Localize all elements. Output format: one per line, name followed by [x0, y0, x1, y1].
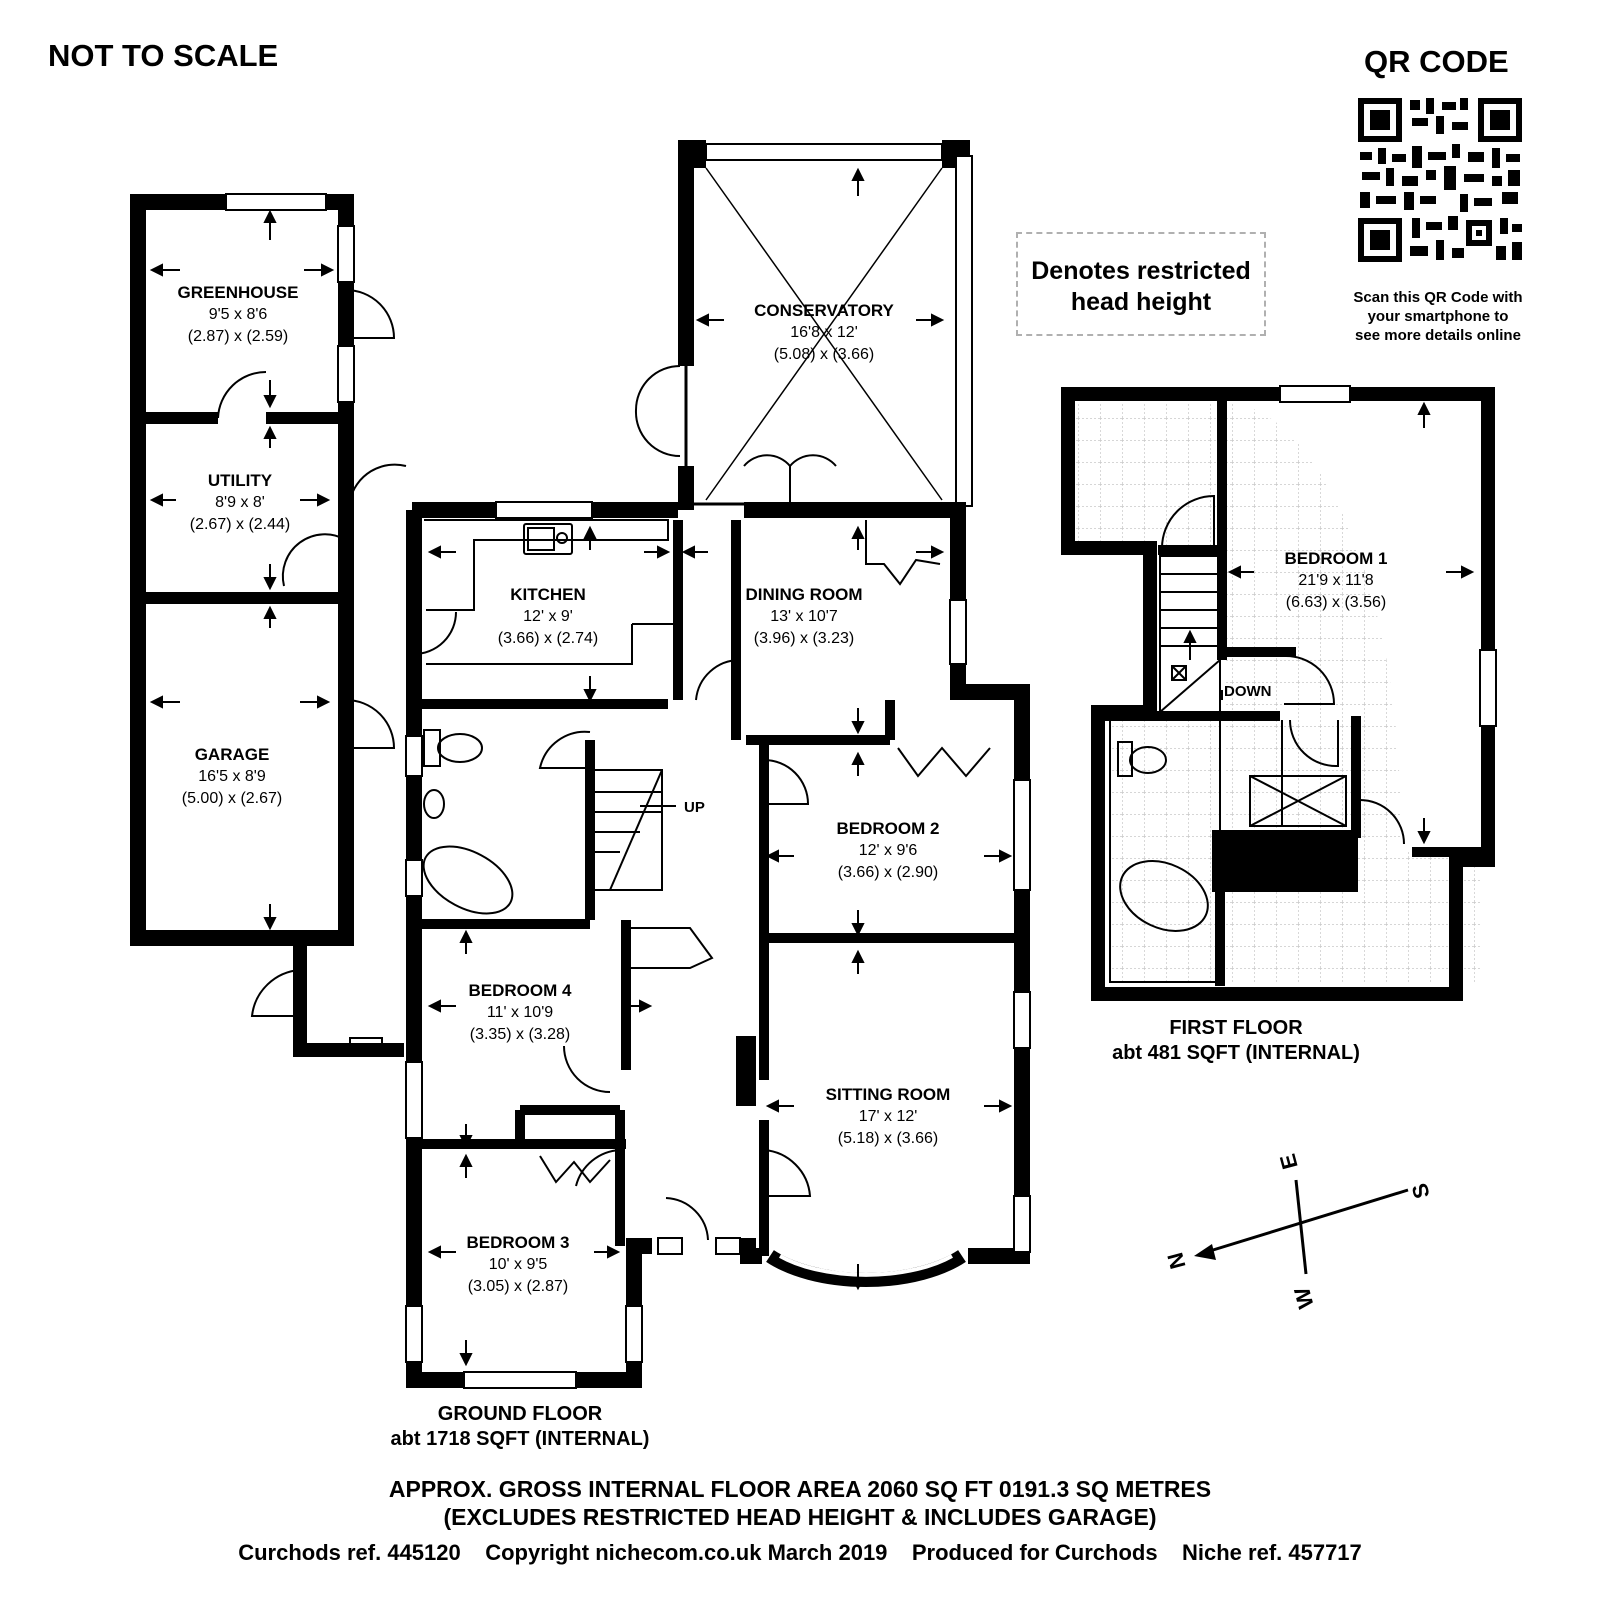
- room-dining-room: DINING ROOM 13' x 10'7 (3.96) x (3.23): [724, 584, 884, 650]
- qr-note-line-2: your smartphone to: [1367, 308, 1509, 325]
- gross-area-line: APPROX. GROSS INTERNAL FLOOR AREA 2060 S…: [388, 1476, 1212, 1502]
- room-metric: (3.05) x (2.87): [467, 1278, 569, 1295]
- compass-w: W: [1289, 1285, 1319, 1312]
- room-name: DINING ROOM: [745, 585, 863, 604]
- compass-n: N: [1162, 1250, 1190, 1272]
- room-metric: (3.66) x (2.74): [497, 630, 599, 647]
- room-imperial: 21'9 x 11'8: [1298, 572, 1374, 589]
- first-floor-title: FIRST FLOOR: [1169, 1017, 1303, 1039]
- references-line: Curchods ref. 445120 Copyright nichecom.…: [238, 1540, 1362, 1565]
- compass-s: S: [1407, 1181, 1435, 1202]
- room-metric: (3.66) x (2.90): [837, 864, 939, 881]
- room-imperial: 16'8 x 12': [790, 324, 858, 341]
- legend-line-1: Denotes restricted: [1031, 257, 1251, 285]
- room-imperial: 9'5 x 8'6: [208, 306, 268, 323]
- room-metric: (5.00) x (2.67): [181, 790, 283, 807]
- room-metric: (3.96) x (3.23): [753, 630, 855, 647]
- room-imperial: 8'9 x 8': [215, 494, 265, 511]
- room-imperial: 11' x 10'9: [486, 1004, 554, 1021]
- room-conservatory: CONSERVATORY 16'8 x 12' (5.08) x (3.66): [734, 300, 914, 366]
- room-metric: (5.18) x (3.66): [837, 1130, 939, 1147]
- legend-line-2: head height: [1070, 288, 1212, 316]
- room-name: BEDROOM 2: [836, 819, 940, 838]
- room-metric: (2.67) x (2.44): [189, 516, 291, 533]
- ground-floor-area: abt 1718 SQFT (INTERNAL): [390, 1428, 650, 1450]
- room-metric: (2.87) x (2.59): [187, 328, 289, 345]
- compass-rose: N E S W: [1162, 1151, 1435, 1312]
- qr-code-title: QR CODE: [1364, 44, 1509, 79]
- room-bedroom-4: BEDROOM 4 11' x 10'9 (3.35) x (3.28): [440, 980, 600, 1046]
- qr-note-line-1: Scan this QR Code with: [1353, 289, 1523, 306]
- room-bedroom-2: BEDROOM 2 12' x 9'6 (3.66) x (2.90): [808, 818, 968, 884]
- ground-floor-title: GROUND FLOOR: [437, 1403, 603, 1425]
- room-bedroom-3: BEDROOM 3 10' x 9'5 (3.05) x (2.87): [438, 1232, 598, 1298]
- dimension-arrows: [149, 167, 1013, 1367]
- room-name: GREENHOUSE: [177, 283, 299, 302]
- room-metric: (5.08) x (3.66): [773, 346, 875, 363]
- room-garage: GARAGE 16'5 x 8'9 (5.00) x (2.67): [152, 744, 312, 810]
- room-name: CONSERVATORY: [754, 301, 894, 320]
- first-floor-area: abt 481 SQFT (INTERNAL): [1112, 1042, 1360, 1064]
- qr-code-image: [1356, 96, 1524, 264]
- room-imperial: 17' x 12': [858, 1108, 918, 1125]
- compass-e: E: [1275, 1151, 1303, 1172]
- ground-floor-label: GROUND FLOOR abt 1718 SQFT (INTERNAL): [360, 1402, 680, 1452]
- room-imperial: 10' x 9'5: [488, 1256, 548, 1273]
- room-name: BEDROOM 1: [1284, 549, 1388, 568]
- stair-up-label: UP: [684, 799, 705, 816]
- room-name: GARAGE: [194, 745, 270, 764]
- room-imperial: 13' x 10'7: [770, 608, 838, 625]
- first-floor-label: FIRST FLOOR abt 481 SQFT (INTERNAL): [1076, 1016, 1396, 1066]
- room-imperial: 12' x 9'6: [858, 842, 918, 859]
- room-utility: UTILITY 8'9 x 8' (2.67) x (2.44): [160, 470, 320, 536]
- room-name: KITCHEN: [510, 585, 586, 604]
- room-metric: (3.35) x (3.28): [469, 1026, 571, 1043]
- room-metric: (6.63) x (3.56): [1285, 594, 1387, 611]
- exclusions-line: (EXCLUDES RESTRICTED HEAD HEIGHT & INCLU…: [443, 1504, 1157, 1530]
- qr-note-line-3: see more details online: [1355, 327, 1521, 344]
- room-name: SITTING ROOM: [825, 1085, 951, 1104]
- room-bedroom-1: BEDROOM 1 21'9 x 11'8 (6.63) x (3.56): [1256, 548, 1416, 614]
- room-name: BEDROOM 3: [466, 1233, 570, 1252]
- stair-down-label: DOWN: [1224, 683, 1272, 700]
- room-name: BEDROOM 4: [468, 981, 572, 1000]
- not-to-scale-label: NOT TO SCALE: [48, 38, 279, 73]
- room-imperial: 12' x 9': [523, 608, 573, 625]
- room-greenhouse: GREENHOUSE 9'5 x 8'6 (2.87) x (2.59): [158, 282, 318, 348]
- qr-code-note: Scan this QR Code with your smartphone t…: [1320, 288, 1556, 345]
- room-sitting-room: SITTING ROOM 17' x 12' (5.18) x (3.66): [800, 1084, 976, 1150]
- room-name: UTILITY: [207, 471, 273, 490]
- room-imperial: 16'5 x 8'9: [198, 768, 266, 785]
- room-kitchen: KITCHEN 12' x 9' (3.66) x (2.74): [468, 584, 628, 650]
- restricted-head-height-legend: Denotes restricted head height: [1016, 232, 1266, 336]
